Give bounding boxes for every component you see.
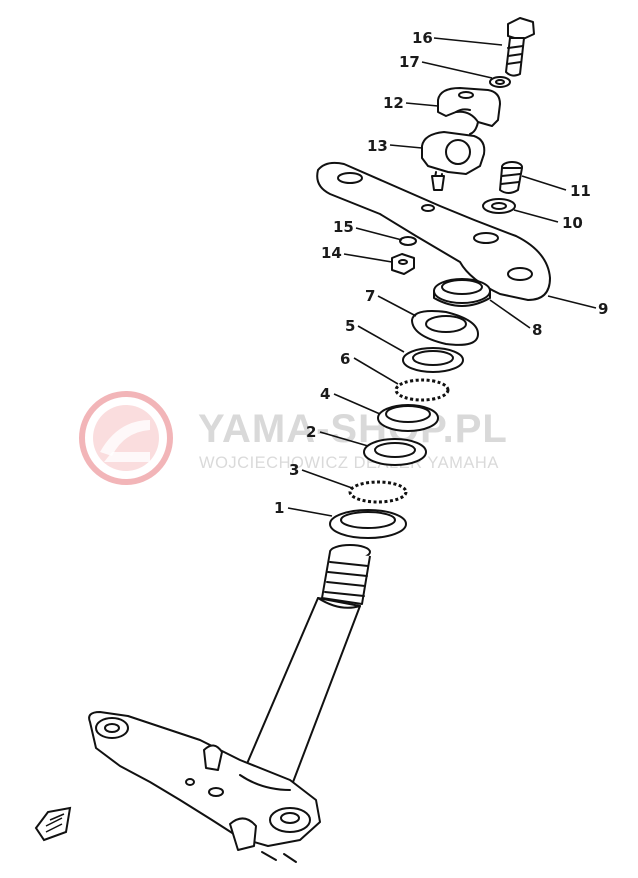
part-17-washer: [489, 76, 511, 88]
callout-6: 6: [340, 350, 350, 368]
callout-7: 7: [365, 287, 375, 305]
callout-4: 4: [320, 385, 330, 403]
steering-stem-assembly: [88, 544, 371, 863]
callout-8: 8: [532, 321, 542, 339]
part-3-ball-bearings: [348, 480, 408, 504]
callout-14: 14: [321, 244, 342, 262]
callout-11: 11: [570, 182, 591, 200]
callout-12: 12: [383, 94, 404, 112]
callout-labels: 16 17 12 13 11 10 15 14 9 8 7 5 6 4 2 3 …: [274, 29, 608, 517]
part-5-bearing-race: [402, 347, 464, 373]
leader-lines: [287, 37, 597, 517]
part-15-washer: [399, 236, 417, 246]
part-9-upper-bracket: [316, 161, 551, 301]
part-1-bearing-race: [329, 509, 407, 539]
callout-5: 5: [345, 317, 355, 335]
callout-3: 3: [289, 461, 299, 479]
callout-1: 1: [274, 499, 284, 517]
part-7-cover: [411, 310, 479, 346]
callout-2: 2: [306, 423, 316, 441]
callout-13: 13: [367, 137, 388, 155]
front-arrow-icon: [34, 806, 72, 842]
callout-9: 9: [598, 300, 608, 318]
callout-16: 16: [412, 29, 433, 47]
part-11-bolt: [499, 161, 523, 194]
part-12-upper-holder: [437, 87, 501, 135]
callout-15: 15: [333, 218, 354, 236]
part-10-washer: [482, 198, 516, 214]
part-8-ring-nut: [433, 278, 491, 307]
part-14-nut: [391, 253, 415, 275]
part-13-lower-holder: [421, 131, 486, 191]
part-6-ball-bearings: [394, 378, 450, 402]
watermark-subtitle: WOJCIECHOWICZ DEALER YAMAHA: [199, 454, 499, 472]
part-16-bolt: [505, 17, 535, 77]
callout-17: 17: [399, 53, 420, 71]
part-2-bearing-race: [363, 438, 427, 466]
part-4-bearing-race: [377, 404, 439, 432]
watermark-title: YAMA-SHOP.PL: [198, 407, 508, 451]
callout-10: 10: [562, 214, 583, 232]
watermark: YAMA-SHOP.PL WOJCIECHOWICZ DEALER YAMAHA: [79, 391, 508, 485]
watermark-logo-icon: [79, 391, 173, 485]
